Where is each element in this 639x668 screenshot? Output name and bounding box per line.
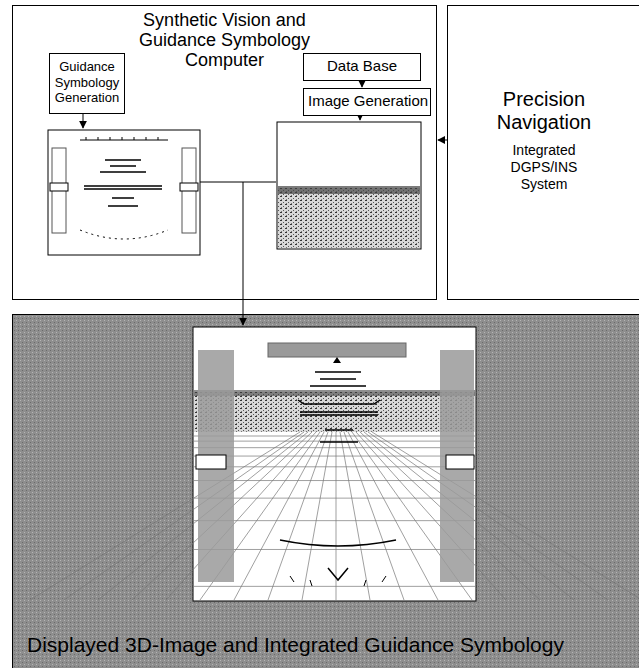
image-thumbnail [277,122,421,249]
flow-arrow [438,140,447,141]
box-sublabel: Integrated DGPS/INS System [451,142,637,192]
system-box: Synthetic Vision and Guidance Symbology … [12,5,437,300]
box-label: Precision Navigation [451,88,637,134]
box-label: Data Base [304,54,420,78]
flow-lines [83,112,360,325]
display-band: Displayed 3D-Image and Integrated Guidan… [12,314,639,668]
box-label: Guidance Symbology Generation [50,54,124,111]
band-ground [12,314,639,668]
symbology-thumbnail [48,130,200,255]
process-box: Image Generation [303,88,431,116]
process-box: Guidance Symbology Generation [49,53,125,114]
process-box: Data Base [303,53,421,81]
box-label: Image Generation [304,89,430,113]
flow-arrow [362,81,363,87]
display-image [30,327,639,601]
box-label: Displayed 3D-Image and Integrated Guidan… [27,633,564,657]
system-box: Precision NavigationIntegrated DGPS/INS … [447,5,639,300]
